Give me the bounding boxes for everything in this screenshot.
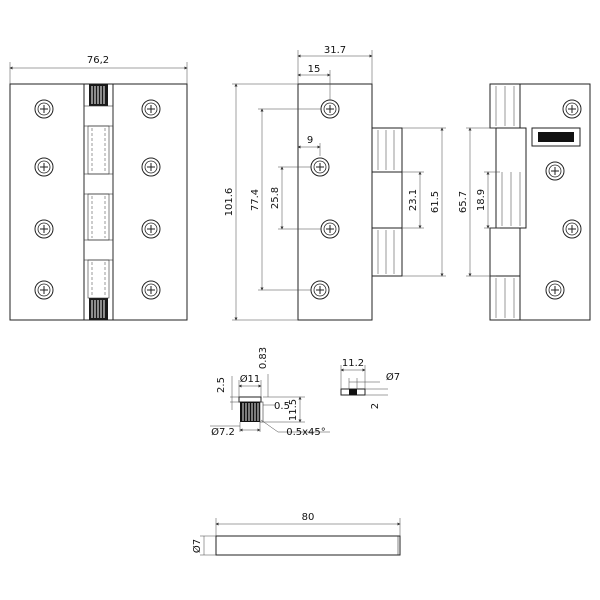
front-right-leaf <box>108 83 188 321</box>
dim-side-hole-span-outer: 77.4 <box>250 189 261 211</box>
front-screw-r3 <box>141 219 161 239</box>
dim-side-overall-width: 31.7 <box>324 45 346 56</box>
dim-end-span: 65.7 <box>458 191 469 213</box>
dim-side-knuckle-gap: 23.1 <box>408 189 419 211</box>
dim-bush-pin-diameter: Ø7.2 <box>211 426 235 438</box>
end-screw-1 <box>562 99 582 119</box>
dim-pin-diameter: Ø7 <box>191 539 203 553</box>
pin-body <box>215 535 401 556</box>
side-leaf <box>297 83 373 321</box>
front-view: 76,2 <box>9 55 188 321</box>
side-view: 31.7 15 9 101.6 77.4 25.8 23.1 61.5 <box>224 45 446 321</box>
dim-washer-bore: Ø7 <box>386 371 400 383</box>
dim-bush-cap-height: 2.5 <box>216 377 227 393</box>
pin-detail: 80 Ø7 <box>191 512 401 556</box>
dim-side-knuckle-span: 61.5 <box>430 191 441 213</box>
dim-pin-length: 80 <box>302 512 315 523</box>
side-screw-1 <box>320 99 340 119</box>
dim-end-knuckle: 18.9 <box>476 189 487 211</box>
side-screw-2 <box>310 157 330 177</box>
dim-side-hole-span-inner: 25.8 <box>270 187 281 209</box>
dim-side-pin-offset: 9 <box>307 135 313 146</box>
front-screw-r1 <box>141 99 161 119</box>
front-screw-l3 <box>34 219 54 239</box>
front-screw-l1 <box>34 99 54 119</box>
dim-washer-width: 11.2 <box>342 358 364 369</box>
dim-bush-diameter-outer: Ø11 <box>240 373 261 385</box>
end-screw-4 <box>545 280 565 300</box>
front-knuckle-barrel <box>83 83 114 321</box>
dim-bush-length: 11.5 <box>288 399 299 421</box>
side-screw-4 <box>310 280 330 300</box>
dim-side-hole-offset: 15 <box>308 64 321 75</box>
front-screw-l2 <box>34 157 54 177</box>
dim-bush-chamfer-step: 0.83 <box>258 347 269 369</box>
front-screw-r2 <box>141 157 161 177</box>
washer-detail: 11.2 Ø7 2 <box>340 358 400 409</box>
dim-washer-thickness: 2 <box>370 403 381 409</box>
dim-front-width: 76,2 <box>87 55 109 66</box>
front-screw-r4 <box>141 280 161 300</box>
side-screw-3 <box>320 219 340 239</box>
dim-bush-gap: 0.5 <box>274 401 290 412</box>
front-screw-l4 <box>34 280 54 300</box>
front-left-leaf <box>9 83 89 321</box>
end-screw-2 <box>545 161 565 181</box>
bush-detail: 2.5 Ø11 0.83 0.5 11.5 Ø7.2 0.5x45° <box>210 347 330 438</box>
end-view: 65.7 18.9 <box>458 83 591 321</box>
end-screw-3 <box>562 219 582 239</box>
dim-side-height: 101.6 <box>224 188 235 217</box>
dim-bush-chamfer: 0.5x45° <box>286 427 326 438</box>
